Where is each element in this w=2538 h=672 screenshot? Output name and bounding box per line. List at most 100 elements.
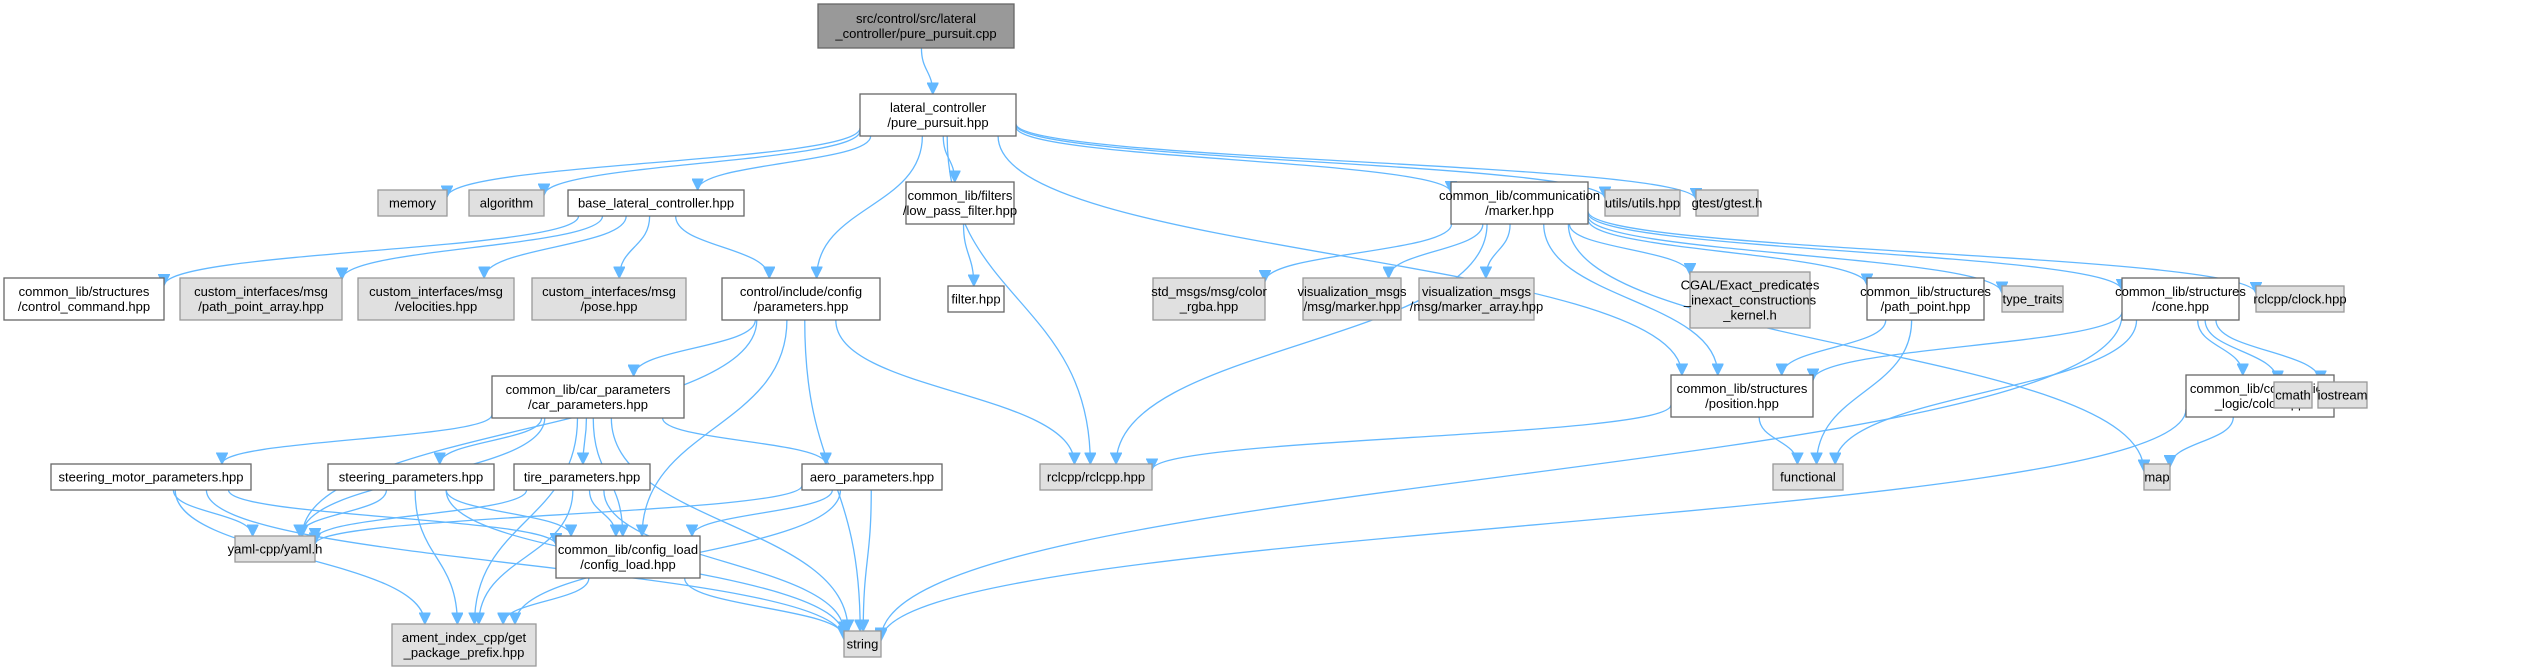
node-box [50, 463, 252, 491]
node-label: _rgba.hpp [1179, 299, 1239, 314]
edge-marker-to-position [1543, 223, 1718, 375]
node-box [721, 277, 881, 321]
edge-marker-to-vis_marker [1389, 223, 1484, 279]
node-label: string [847, 637, 879, 652]
edge-tire-to-ament [479, 489, 574, 624]
node-label: _inexact_constructions [1683, 293, 1817, 308]
edge-position-to-rclcpp [1152, 404, 1672, 471]
graph-node-filter[interactable]: filter.hpp [947, 285, 1005, 313]
edge-pp_hpp-to-params [817, 135, 924, 278]
node-label: common_lib/communication [1439, 188, 1600, 203]
edges-layer [164, 47, 2321, 641]
node-label: common_lib/filters [908, 188, 1013, 203]
node-label: CGAL/Exact_predicates [1681, 278, 1820, 293]
edge-car_params-to-aero [661, 417, 826, 465]
node-label: _controller/pure_pursuit.cpp [834, 26, 996, 41]
edge-marker-to-map [1567, 223, 2144, 471]
edge-comp_color-to-string [881, 409, 2187, 641]
graph-node-utils: utils/utils.hpp [1604, 189, 1681, 217]
node-label: steering_parameters.hpp [339, 470, 484, 485]
node-box [513, 463, 651, 491]
graph-node-control_cmd[interactable]: common_lib/structures/control_command.hp… [3, 277, 165, 321]
edge-car_params-to-tire [583, 417, 586, 464]
node-box [1152, 277, 1266, 321]
graph-node-cmath: cmath [2273, 381, 2313, 409]
node-label: custom_interfaces/msg [542, 284, 676, 299]
graph-node-memory: memory [377, 189, 448, 217]
edge-base_lat-to-params [674, 215, 770, 279]
node-label: common_lib/structures [2115, 284, 2246, 299]
graph-node-functional: functional [1772, 463, 1844, 491]
node-label: tire_parameters.hpp [524, 470, 640, 485]
edge-marker-to-cgal [1568, 223, 1690, 275]
graph-node-position[interactable]: common_lib/structures/position.hpp [1670, 374, 1814, 418]
edge-path_point-to-position [1782, 319, 1887, 376]
graph-node-vis_marker: visualization_msgs/msg/marker.hpp [1297, 277, 1407, 321]
node-box [843, 630, 882, 658]
graph-node-cone[interactable]: common_lib/structures/cone.hpp [2115, 277, 2246, 321]
node-label: common_lib/structures [19, 284, 150, 299]
node-box [531, 277, 687, 321]
graph-node-car_params[interactable]: common_lib/car_parameters/car_parameters… [491, 375, 685, 419]
graph-node-string: string [843, 630, 882, 658]
edge-pp_hpp-to-gtest [1015, 123, 1696, 200]
node-label: visualization_msgs [1422, 284, 1532, 299]
graph-node-root[interactable]: src/control/src/lateral_controller/pure_… [817, 3, 1015, 49]
graph-node-map: map [2143, 463, 2171, 491]
node-box [1689, 271, 1811, 329]
graph-node-pp_hpp[interactable]: lateral_controller/pure_pursuit.hpp [859, 93, 1017, 137]
graph-node-lpf[interactable]: common_lib/filters/low_pass_filter.hpp [903, 181, 1017, 225]
edge-tire-to-config_load [588, 489, 615, 537]
node-label: iostream [2318, 388, 2368, 403]
graph-node-steer_motor[interactable]: steering_motor_parameters.hpp [50, 463, 252, 491]
node-label: common_lib/config_load [558, 542, 698, 557]
node-box [905, 181, 1015, 225]
graph-node-ament: ament_index_cpp/get_package_prefix.hpp [391, 623, 537, 667]
graph-node-steer[interactable]: steering_parameters.hpp [327, 463, 495, 491]
node-box [1772, 463, 1844, 491]
edge-car_params-to-ament [475, 417, 579, 624]
edge-steer-to-ament [414, 489, 457, 624]
graph-node-config_load[interactable]: common_lib/config_load/config_load.hpp [555, 535, 701, 579]
node-label: gtest/gtest.h [1692, 196, 1763, 211]
edge-base_lat-to-pose [619, 215, 651, 278]
edge-pp_hpp-to-algorithm [544, 130, 861, 196]
graph-node-params[interactable]: control/include/config/parameters.hpp [721, 277, 881, 321]
edge-config_load-to-string [683, 577, 844, 638]
edge-cone-to-functional [1835, 319, 2138, 464]
node-label: ament_index_cpp/get [402, 630, 527, 645]
node-box [2317, 381, 2368, 409]
node-label: custom_interfaces/msg [194, 284, 328, 299]
node-box [468, 189, 545, 217]
edge-marker-to-rclcpp [1116, 223, 1488, 464]
edge-position-to-functional [1758, 416, 1797, 465]
graph-node-base_lat[interactable]: base_lateral_controller.hpp [567, 189, 745, 217]
node-box [391, 623, 537, 667]
node-box [801, 463, 943, 491]
edge-path_point-to-functional [1817, 319, 1913, 464]
node-box [2121, 277, 2240, 321]
node-label: custom_interfaces/msg [369, 284, 503, 299]
graph-node-ppa: custom_interfaces/msg/path_point_array.h… [179, 277, 343, 321]
graph-node-tire[interactable]: tire_parameters.hpp [513, 463, 651, 491]
graph-node-pose: custom_interfaces/msg/pose.hpp [531, 277, 687, 321]
graph-node-aero[interactable]: aero_parameters.hpp [801, 463, 943, 491]
node-box [859, 93, 1017, 137]
graph-node-marker[interactable]: common_lib/communication/marker.hpp [1439, 181, 1600, 225]
node-label: rclcpp/clock.hpp [2253, 292, 2346, 307]
node-label: map [2144, 470, 2169, 485]
node-box [1302, 277, 1402, 321]
edge-params-to-car_params [634, 319, 757, 377]
graph-node-cgal: CGAL/Exact_predicates_inexact_constructi… [1681, 271, 1820, 329]
edge-pp_hpp-to-lpf [942, 135, 955, 182]
edge-base_lat-to-ppa [342, 215, 604, 280]
graph-node-path_point[interactable]: common_lib/structures/path_point.hpp [1860, 277, 1991, 321]
node-label: /low_pass_filter.hpp [903, 203, 1017, 218]
node-box [2001, 285, 2064, 313]
node-label: common_lib/structures [1860, 284, 1991, 299]
node-label: common_lib/car_parameters [506, 382, 671, 397]
edge-config_load-to-ament [503, 577, 590, 625]
node-label: /msg/marker.hpp [1304, 299, 1401, 314]
node-label: _kernel.h [1722, 308, 1776, 323]
